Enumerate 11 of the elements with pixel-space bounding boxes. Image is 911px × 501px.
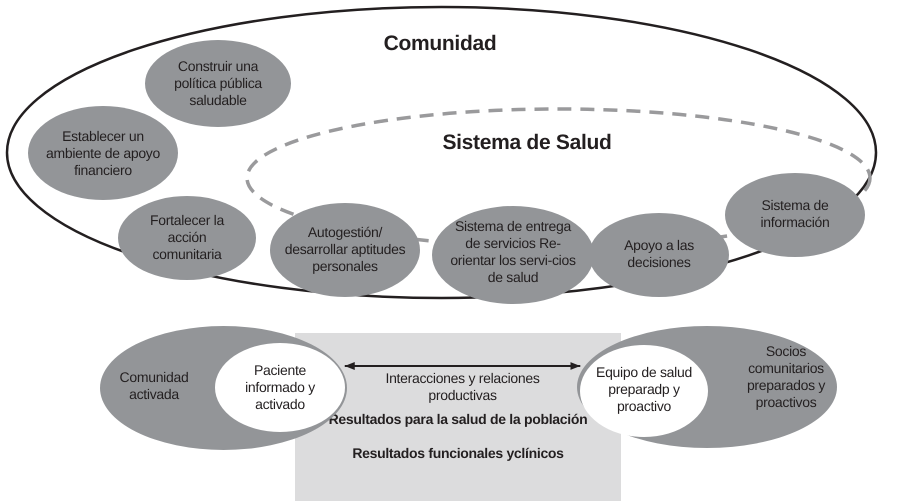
heading: Sistema de Salud <box>441 130 613 155</box>
heading: Comunidad <box>382 31 498 56</box>
ellipse-label: Socios comunitarios preparados y proactivos <box>746 343 826 411</box>
component-ellipse: Sistema de entrega de servicios Re-orientar los servi-cios de salud <box>432 206 594 304</box>
strategy-ellipse: Construir una política pública saludable <box>145 40 291 127</box>
strategy-ellipse: Fortalecer la acción comunitaria <box>118 196 256 280</box>
outcome-text: Resultados funcionales yclínicos <box>351 444 565 462</box>
strategy-ellipse: Establecer un ambiente de apoyo financiero <box>28 106 178 200</box>
double-arrow <box>344 362 580 370</box>
component-ellipse: Sistema de información <box>725 173 865 257</box>
ellipse-label: Comunidad activada <box>118 369 190 403</box>
